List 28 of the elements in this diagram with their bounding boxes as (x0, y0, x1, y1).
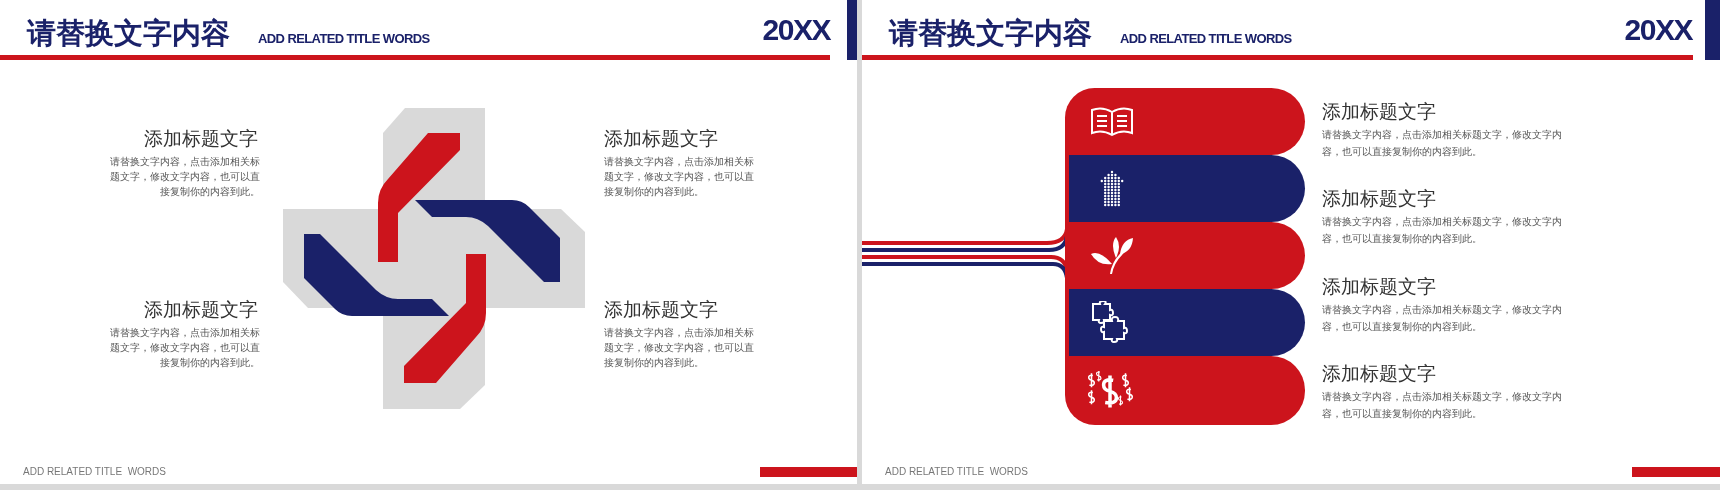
tab-shape (1069, 289, 1305, 356)
item-heading: 添加标题文字 (604, 297, 718, 321)
item-heading: 添加标题文字 (604, 126, 718, 150)
year-text: 20XX (761, 13, 830, 47)
item-heading: 添加标题文字 (1322, 186, 1436, 210)
slide-subtitle: ADD RELATED TITLE WORDS (258, 31, 430, 46)
slide-title: 请替换文字内容 (889, 16, 1092, 51)
tab-shape (1069, 155, 1305, 222)
item-text: 请替换文字内容，点击添加相关标题文字，修改文字内容，也可以直接复制你的内容到此。 (109, 326, 260, 370)
item-text: 请替换文字内容，点击添加相关标题文字，修改文字内容，也可以直接复制你的内容到此。 (109, 155, 260, 199)
item-heading: 添加标题文字 (143, 297, 258, 321)
footer-text: ADD RELATED TITLE WORDS (23, 466, 166, 477)
item-text: 请替换文字内容，点击添加相关标题文字，修改文字内容，也可以直接复制你的内容到此。 (1322, 390, 1562, 421)
item-text: 请替换文字内容，点击添加相关标题文字，修改文字内容，也可以直接复制你的内容到此。 (604, 155, 755, 199)
item-heading: 添加标题文字 (1322, 274, 1436, 298)
item-heading: 添加标题文字 (1322, 99, 1436, 123)
item-heading: 添加标题文字 (1322, 361, 1436, 385)
item-text: 请替换文字内容，点击添加相关标题文字，修改文字内容，也可以直接复制你的内容到此。 (1322, 215, 1562, 246)
year-text: 20XX (1623, 13, 1692, 47)
tab-shape (1065, 88, 1305, 155)
tab-shape (1065, 356, 1305, 425)
item-text: 请替换文字内容，点击添加相关标题文字，修改文字内容，也可以直接复制你的内容到此。 (1322, 128, 1562, 159)
footer-text: ADD RELATED TITLE WORDS (885, 466, 1028, 477)
slide-subtitle: ADD RELATED TITLE WORDS (1120, 31, 1292, 46)
item-text: 请替换文字内容，点击添加相关标题文字，修改文字内容，也可以直接复制你的内容到此。 (1322, 303, 1562, 334)
item-heading: 添加标题文字 (143, 126, 258, 150)
item-text: 请替换文字内容，点击添加相关标题文字，修改文字内容，也可以直接复制你的内容到此。 (604, 326, 755, 370)
slide-title: 请替换文字内容 (27, 16, 230, 51)
